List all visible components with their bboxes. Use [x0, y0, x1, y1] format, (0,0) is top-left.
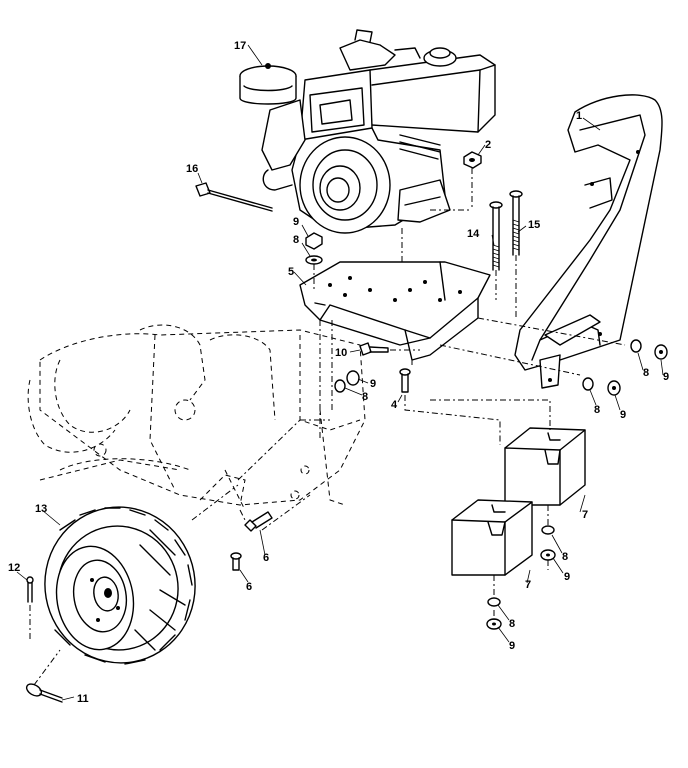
label-2: 2	[485, 139, 491, 151]
label-4: 4	[391, 399, 398, 411]
bolt-4	[399, 368, 411, 393]
part-labels: 17 1 2 16 9 8 14 15 5 10 9 8 4 8 9 8 9 7…	[8, 40, 669, 705]
bolt-10	[359, 342, 389, 356]
label-9-mid: 9	[370, 378, 376, 390]
label-8-block-upper: 8	[562, 551, 568, 563]
rubber-block-upper	[504, 427, 586, 506]
label-1: 1	[576, 110, 582, 122]
bolt-14	[489, 201, 503, 271]
label-13: 13	[35, 503, 47, 515]
pin-12	[26, 576, 34, 603]
handle-bracket	[514, 94, 663, 389]
label-7-upper: 7	[582, 509, 588, 521]
clip-pin-11	[25, 683, 63, 703]
label-16: 16	[186, 163, 198, 175]
nut-washer-top	[305, 232, 323, 265]
rubber-block-lower	[451, 499, 533, 576]
label-9-right-lower: 9	[620, 409, 626, 421]
engine	[239, 29, 496, 234]
leader-lines	[16, 44, 664, 701]
bolt-6-right	[244, 511, 273, 532]
label-15: 15	[528, 219, 540, 231]
nut-washer-mid	[334, 370, 360, 393]
label-8-block-lower: 8	[509, 618, 515, 630]
right-washers	[582, 339, 668, 396]
label-8-right-lower: 8	[594, 404, 600, 416]
label-7-lower: 7	[525, 579, 531, 591]
label-6-upper: 6	[263, 552, 269, 564]
label-9-block-lower: 9	[509, 640, 515, 652]
label-9-top: 9	[293, 216, 299, 228]
label-14: 14	[467, 228, 480, 240]
label-8-mid: 8	[362, 391, 368, 403]
label-9-right: 9	[663, 371, 669, 383]
tiller-transmission-ghost	[27, 324, 366, 511]
label-8-top: 8	[293, 234, 299, 246]
label-6-lower: 6	[246, 581, 252, 593]
alignment-lines	[29, 168, 626, 686]
label-5: 5	[288, 266, 294, 278]
label-12: 12	[8, 562, 20, 574]
bolt-15	[509, 190, 523, 256]
label-17: 17	[234, 40, 246, 52]
block-washers	[486, 525, 556, 630]
label-8-right: 8	[643, 367, 649, 379]
hex-nut-2	[463, 151, 482, 169]
wheel	[44, 506, 196, 665]
label-10: 10	[335, 347, 347, 359]
bolt-6-left	[230, 552, 242, 571]
label-9-block-upper: 9	[564, 571, 570, 583]
label-11: 11	[77, 693, 89, 705]
cable-tie	[195, 182, 273, 212]
mounting-bracket	[299, 261, 491, 361]
